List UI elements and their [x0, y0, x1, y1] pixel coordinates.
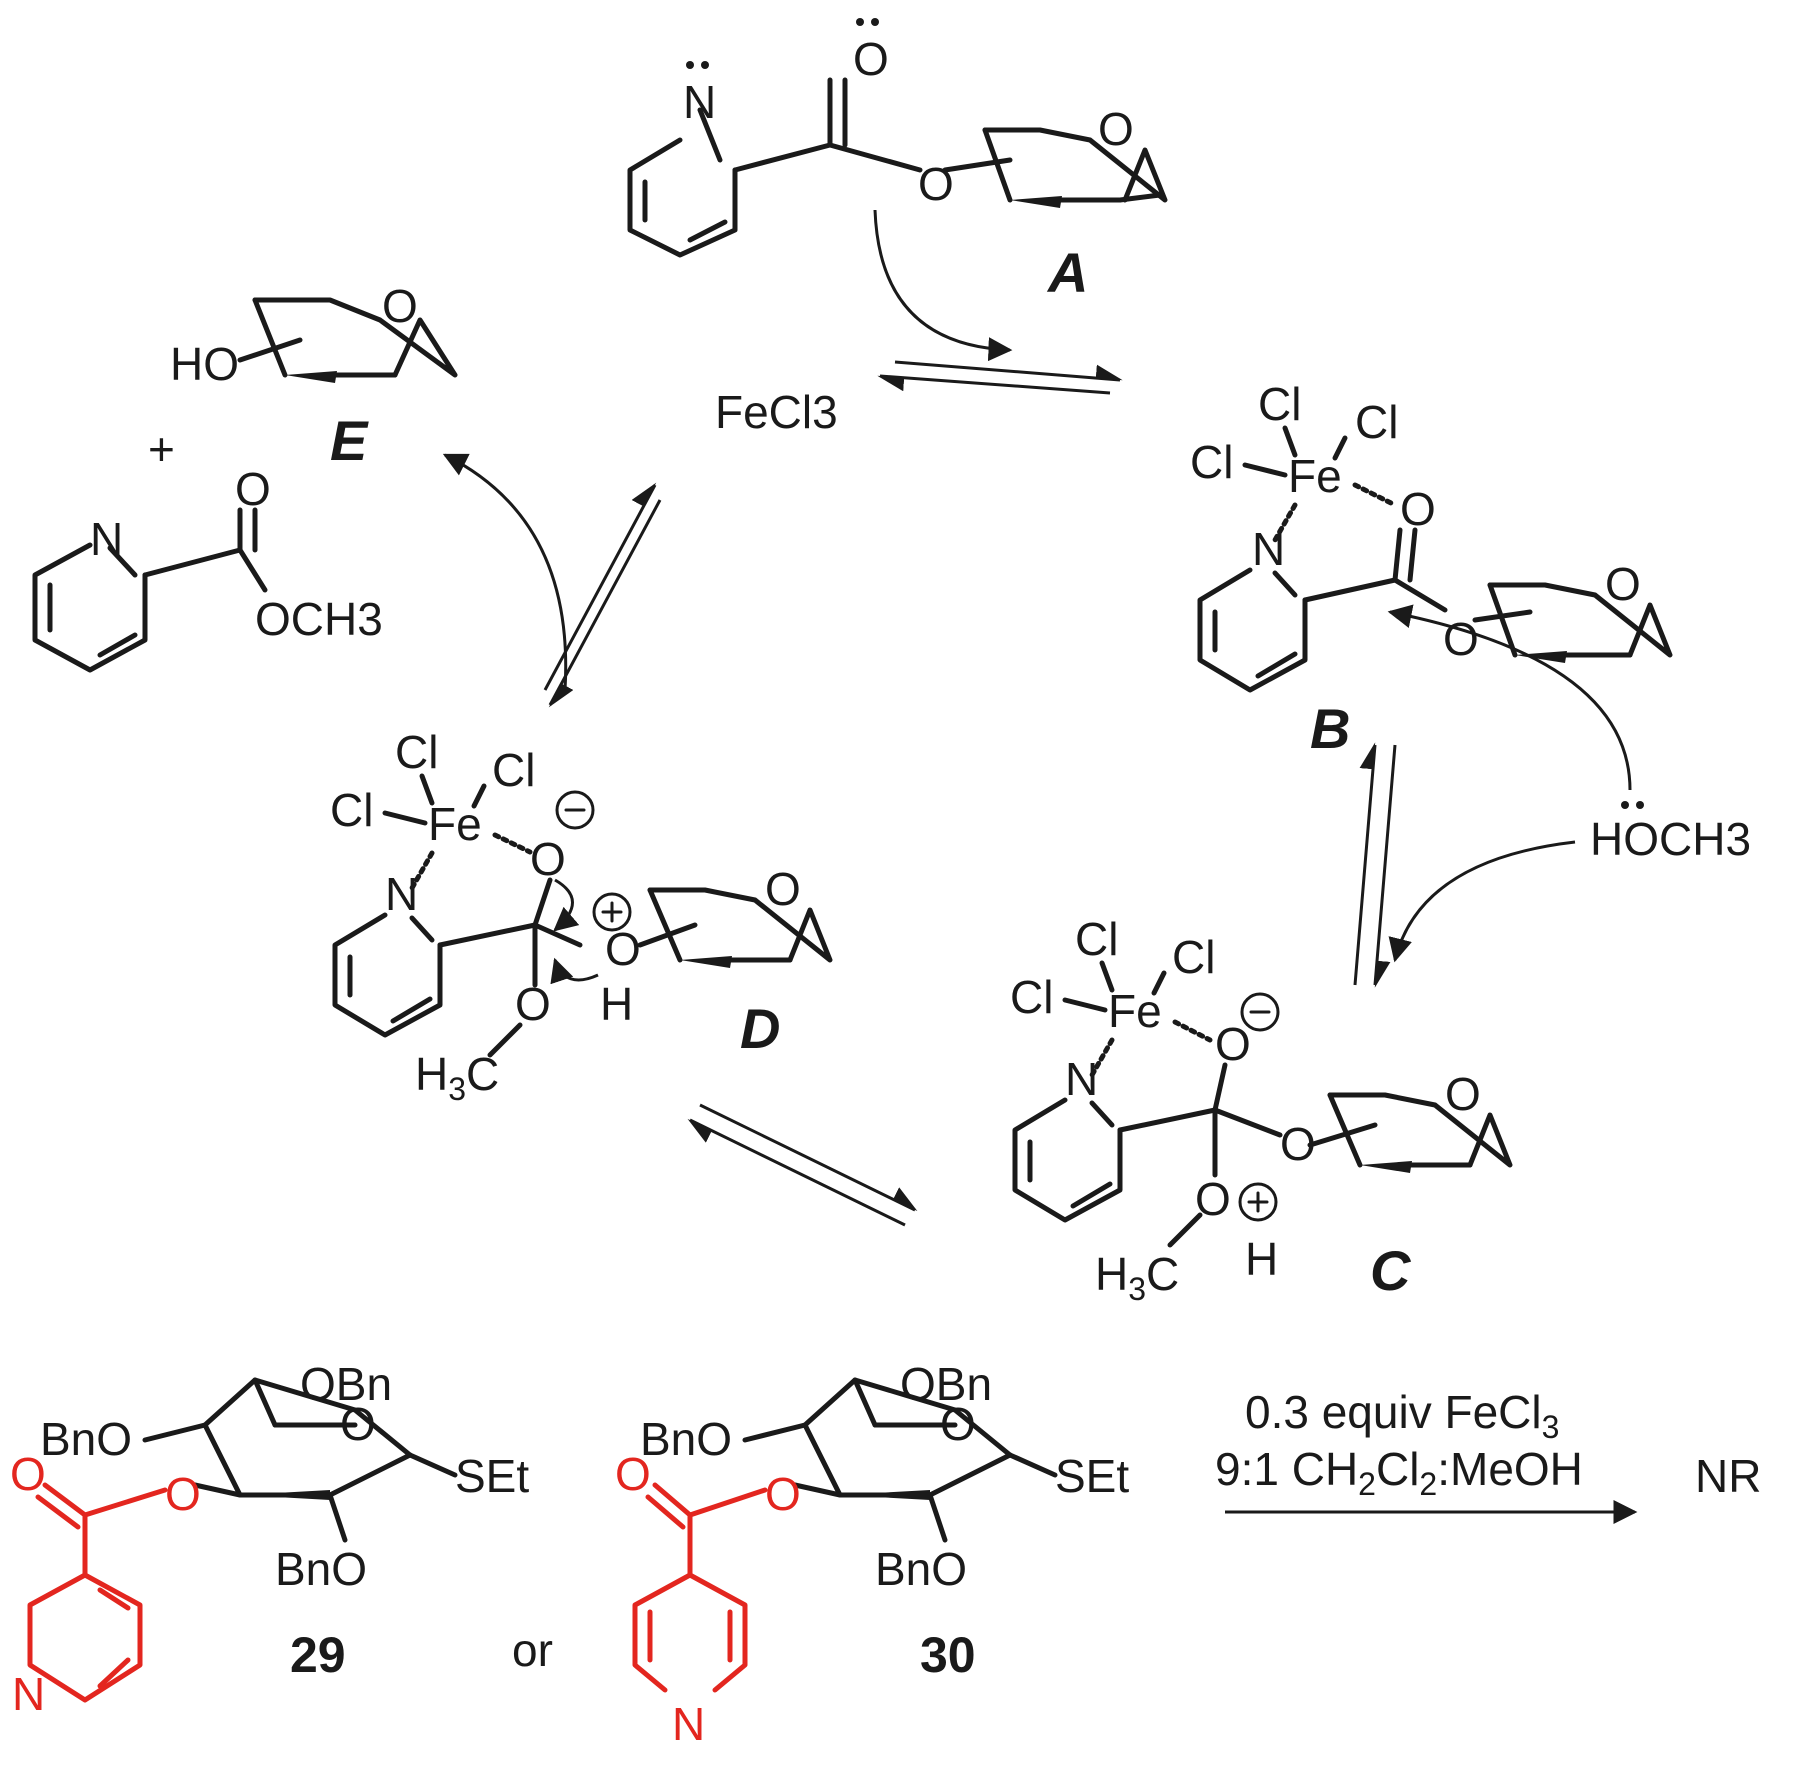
atom-o-carbonyl-30: O	[615, 1448, 651, 1500]
atom-o-ester-30: O	[765, 1468, 801, 1520]
conditions-line-2: 9:1 CH2Cl2:MeOH	[1215, 1443, 1583, 1502]
atom-h-c: H	[1245, 1233, 1278, 1285]
atom-ch3-c: H3C	[1095, 1248, 1179, 1307]
atom-obn-6-29: OBn	[300, 1358, 392, 1410]
label-e: E	[330, 409, 369, 472]
atom-n-a: N	[683, 76, 716, 128]
atom-o-plus-d: O	[605, 923, 641, 975]
atom-bno-4-29: BnO	[40, 1413, 132, 1465]
compound-30: OBn O BnO SEt BnO O O N 30	[615, 1358, 1129, 1750]
atom-o-ester-b: O	[1443, 613, 1479, 665]
label-29: 29	[290, 1627, 346, 1683]
atom-cl-d2: Cl	[492, 744, 535, 796]
atom-o-ring-e: O	[382, 280, 418, 332]
atom-o-minus-c: O	[1215, 1018, 1251, 1070]
label-c: C	[1370, 1239, 1412, 1302]
result-label: NR	[1695, 1450, 1761, 1502]
atom-o-ring-d: O	[765, 863, 801, 915]
reagent-label: HOCH3	[1590, 813, 1751, 865]
atom-cl-b1: Cl	[1258, 378, 1301, 430]
cycle-arrows	[442, 209, 1632, 1227]
atom-set-29: SEt	[455, 1450, 529, 1502]
compound-e: HO O E	[170, 280, 458, 472]
atom-o-ring-29: O	[340, 1398, 376, 1450]
label-30: 30	[920, 1627, 976, 1683]
atom-cl-b2: Cl	[1355, 396, 1398, 448]
atom-o-minus-d: O	[530, 833, 566, 885]
atom-n-d: N	[385, 868, 418, 920]
compound-c: Cl Cl Cl Fe N O O O O H H3C C	[1010, 913, 1513, 1307]
atom-o-plus-c: O	[1195, 1173, 1231, 1225]
reaction-conditions: 0.3 equiv FeCl3 9:1 CH2Cl2:MeOH NR	[1215, 1386, 1761, 1524]
atom-h-d: H	[600, 978, 633, 1030]
atom-o-carbonyl-a: O	[853, 33, 889, 85]
label-b: B	[1310, 697, 1350, 760]
atom-o-ester-a: O	[918, 158, 954, 210]
atom-ho-e: HO	[170, 338, 239, 390]
compound-29: OBn O BnO SEt BnO O O N 29	[10, 1358, 529, 1720]
atom-cl-c3: Cl	[1010, 971, 1053, 1023]
compound-b: Cl Cl Cl Fe N O O O B	[1190, 378, 1673, 760]
plus-sign: +	[148, 423, 175, 475]
atom-n-c: N	[1065, 1053, 1098, 1105]
atom-cl-c1: Cl	[1075, 913, 1118, 965]
atom-o-ring-b: O	[1605, 558, 1641, 610]
atom-bno-4-30: BnO	[640, 1413, 732, 1465]
atom-set-30: SEt	[1055, 1450, 1129, 1502]
conditions-line-1: 0.3 equiv FeCl3	[1245, 1386, 1559, 1445]
atom-o-carbonyl-mp: O	[235, 463, 271, 515]
label-d: D	[740, 997, 780, 1060]
atom-cl-d1: Cl	[395, 726, 438, 778]
methoxy-label: OCH3	[255, 593, 383, 645]
atom-o-ring-30: O	[940, 1398, 976, 1450]
atom-o-ring-c: O	[1445, 1068, 1481, 1120]
label-a: A	[1046, 241, 1088, 304]
atom-o-ester-29: O	[165, 1468, 201, 1520]
atom-o-carbonyl-29: O	[10, 1448, 46, 1500]
joiner-or: or	[512, 1624, 553, 1676]
atom-bno-2-29: BnO	[275, 1543, 367, 1595]
methyl-picolinate: N O OCH3	[32, 463, 383, 673]
compound-a: N O O O A	[627, 18, 1168, 304]
atom-n-mp: N	[90, 513, 123, 565]
atom-n-b: N	[1252, 523, 1285, 575]
atom-o-methoxy-d: O	[515, 978, 551, 1030]
atom-ch3-d: H3C	[415, 1048, 499, 1107]
atom-bno-2-30: BnO	[875, 1543, 967, 1595]
atom-cl-c2: Cl	[1172, 931, 1215, 983]
compound-d: Cl Cl Cl Fe N O O H O H3C O	[330, 726, 833, 1107]
atom-cl-d3: Cl	[330, 784, 373, 836]
atom-cl-b3: Cl	[1190, 436, 1233, 488]
atom-o-ring-a: O	[1098, 103, 1134, 155]
atom-obn-6-30: OBn	[900, 1358, 992, 1410]
catalyst-label: FeCl3	[715, 386, 838, 438]
atom-o-carbonyl-b: O	[1400, 483, 1436, 535]
atom-n-29: N	[12, 1668, 45, 1720]
atom-n-30: N	[672, 1698, 705, 1750]
